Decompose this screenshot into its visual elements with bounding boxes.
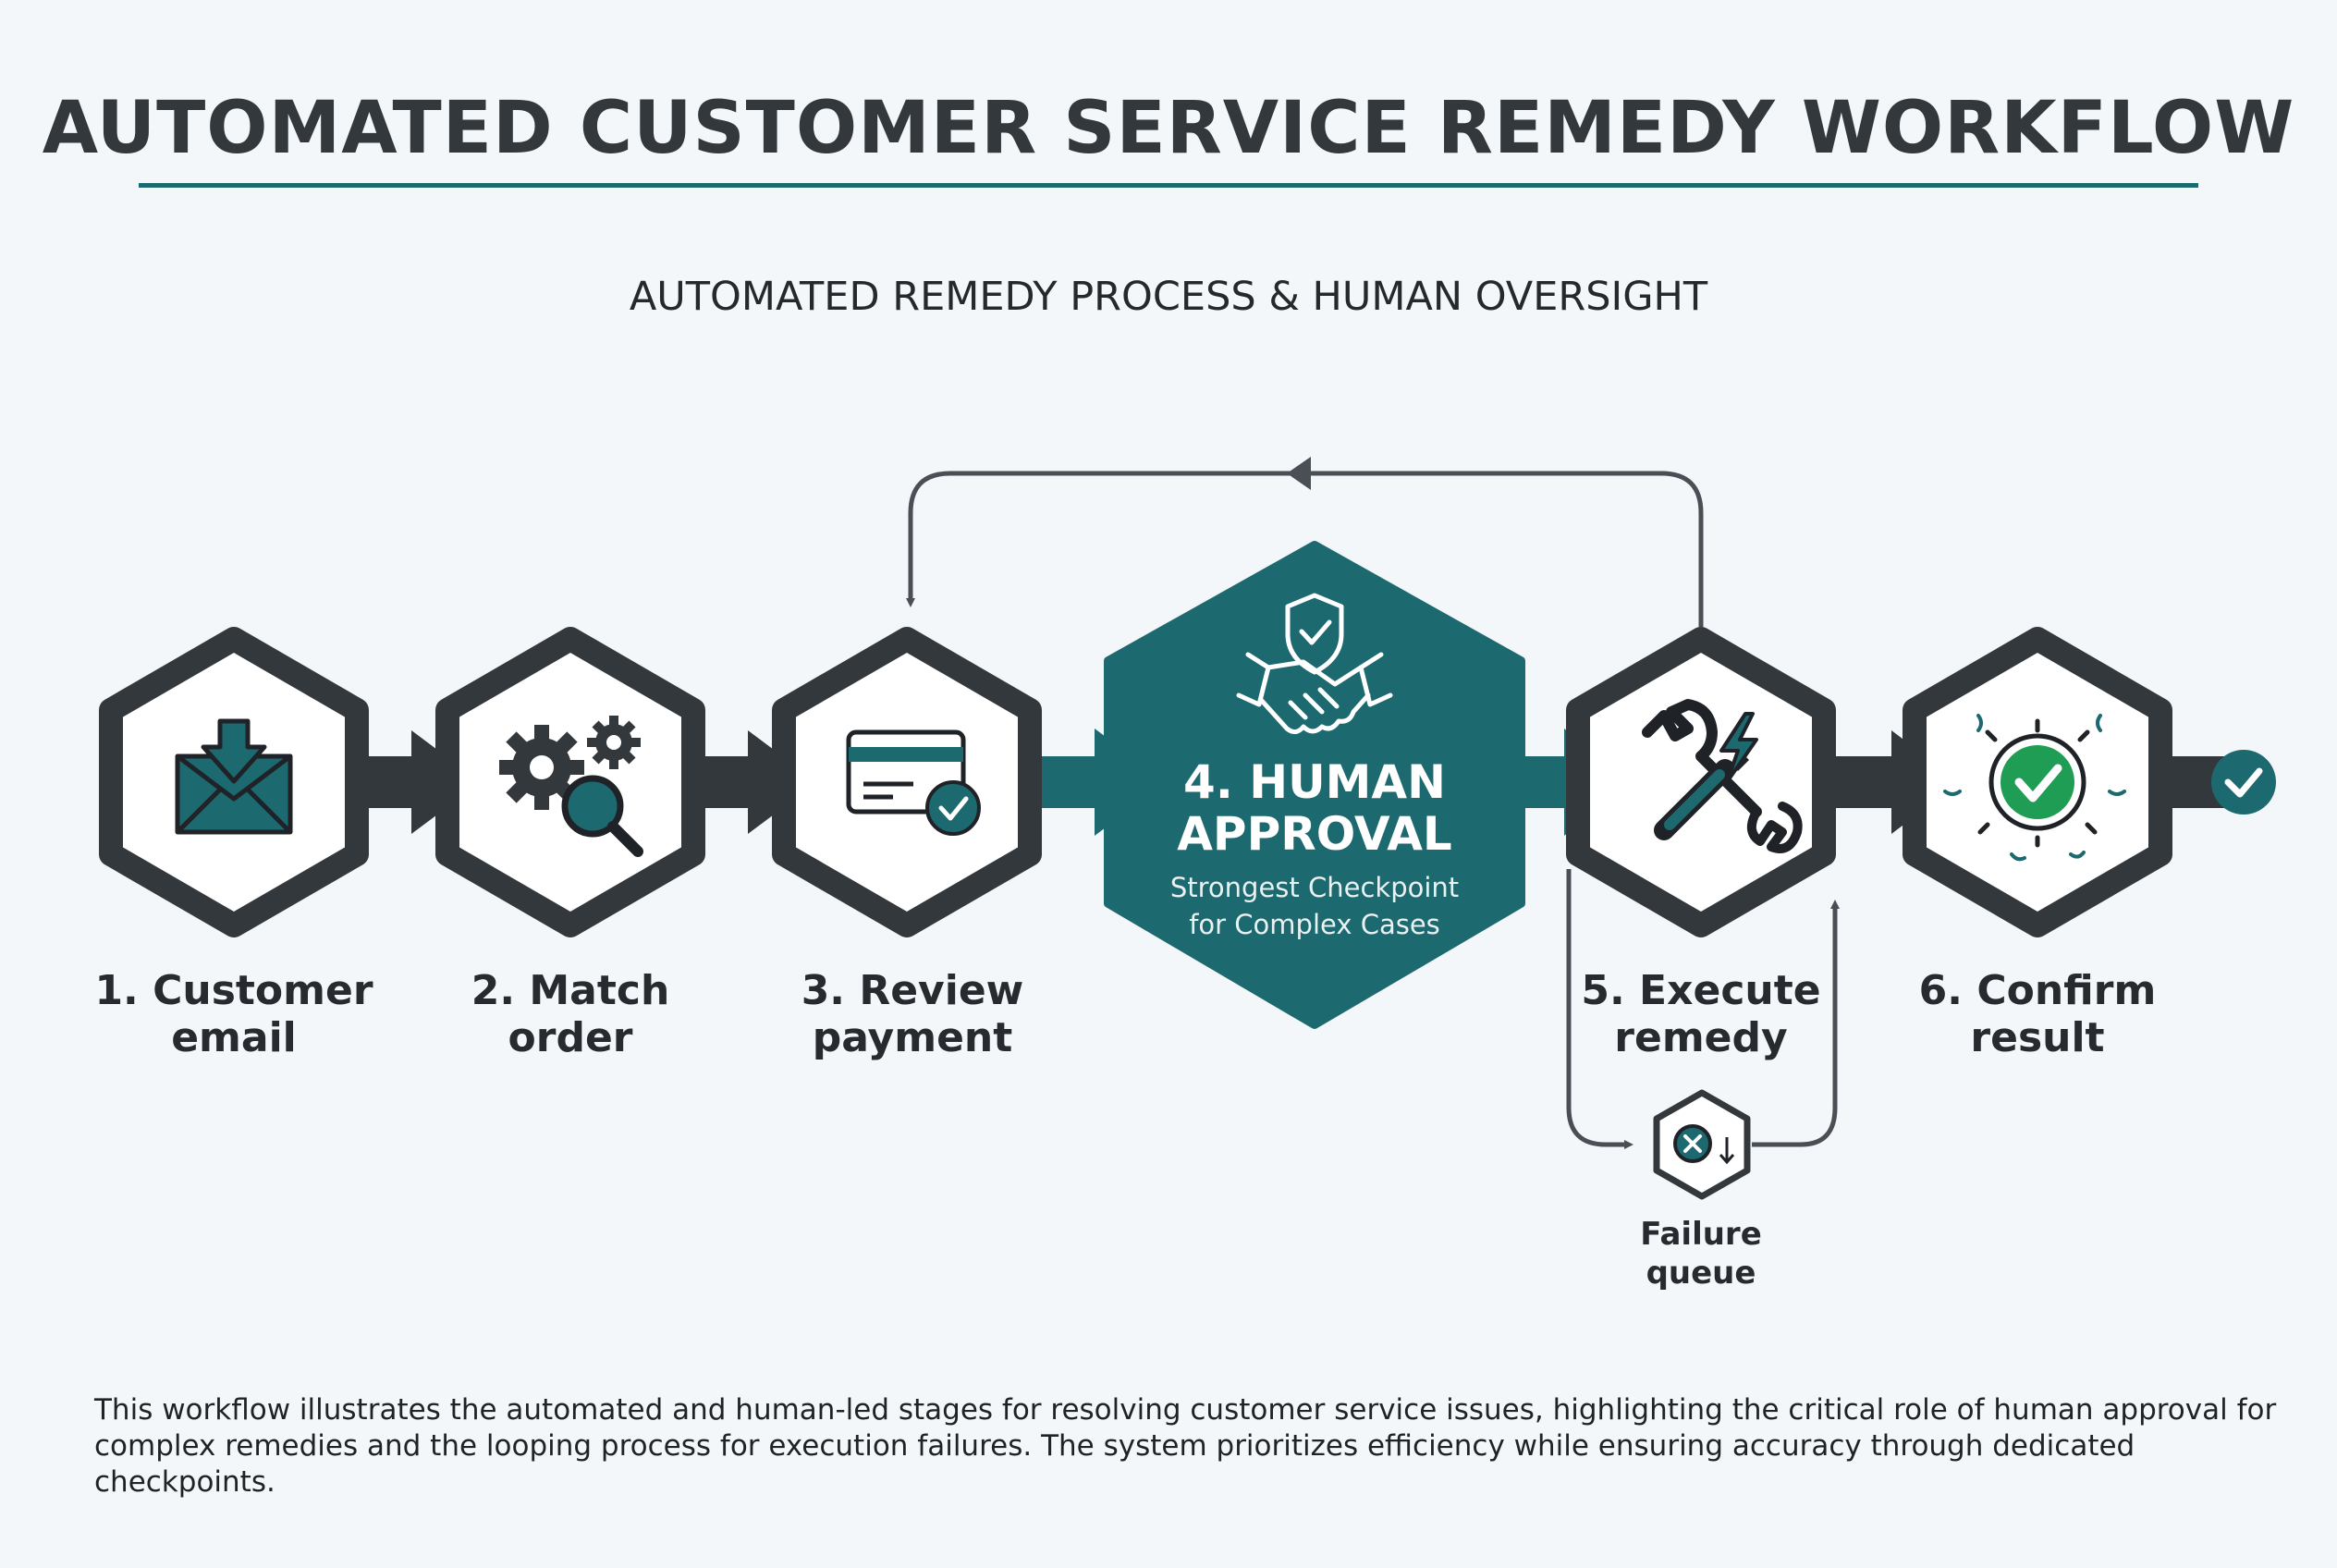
title-underline	[139, 183, 2198, 188]
retry-loop-direction-arrowhead	[1287, 457, 1311, 490]
footer-line-1: This workflow illustrates the automated …	[94, 1393, 2277, 1427]
from-failure-queue-arrow	[1752, 900, 1840, 1147]
footer-line-2: complex remedies and the looping process…	[94, 1429, 2135, 1499]
end-check-icon	[2211, 750, 2276, 815]
gears-magnifier-icon	[499, 716, 643, 857]
footer-description: This workflow illustrates the automated …	[94, 1392, 2294, 1501]
shield-handshake-icon	[1236, 593, 1393, 734]
card-check-icon	[846, 729, 981, 836]
page-subtitle: AUTOMATED REMEDY PROCESS & HUMAN OVERSIG…	[629, 274, 1708, 320]
envelope-download-icon	[175, 718, 293, 835]
success-check-icon	[1943, 714, 2126, 862]
wrench-screwdriver-icon	[1642, 699, 1803, 853]
step-4-hexagon	[1104, 541, 1525, 1029]
step-2-hexagon	[435, 627, 705, 937]
to-failure-queue-arrow	[1566, 869, 1633, 1149]
failure-x-icon	[1673, 1124, 1735, 1165]
page-title: AUTOMATED CUSTOMER SERVICE REMEDY WORKFL…	[42, 87, 2295, 170]
